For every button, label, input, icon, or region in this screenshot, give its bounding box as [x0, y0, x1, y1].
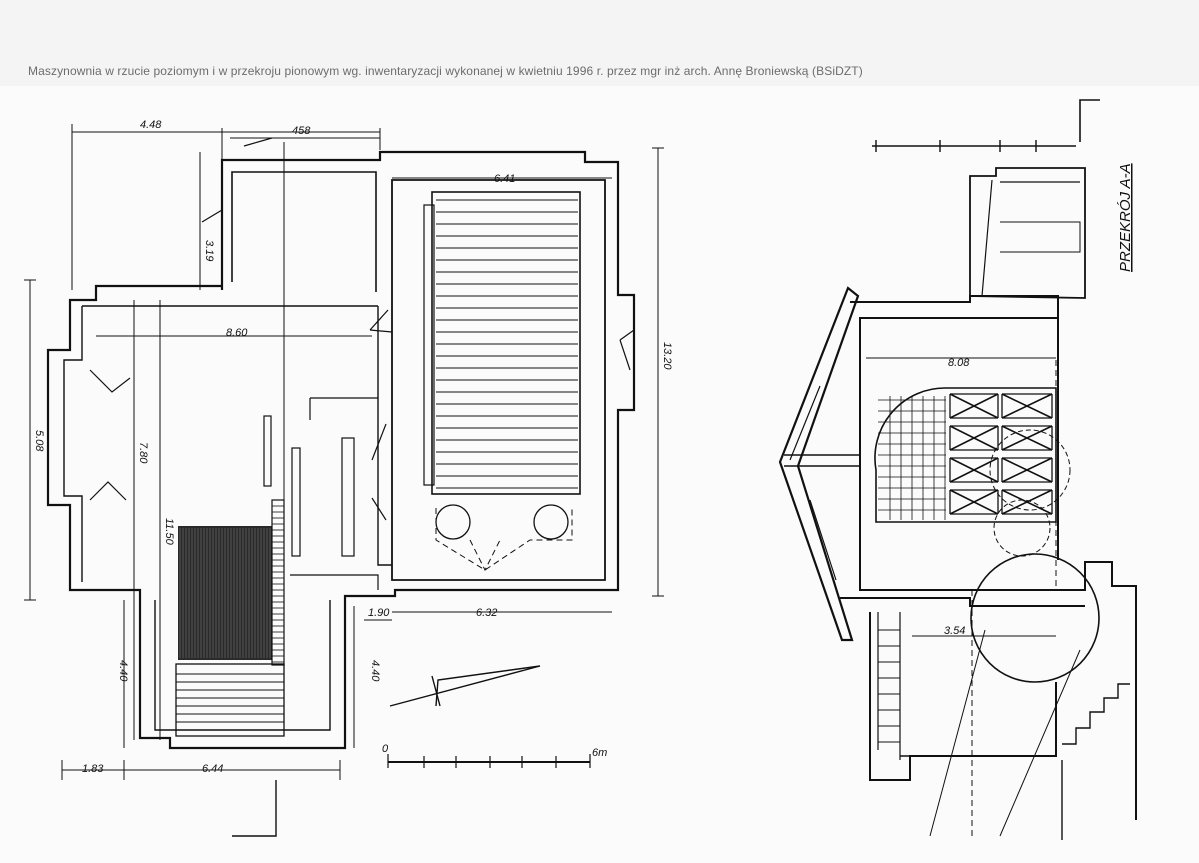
- dim-lower-mid: 4.40: [369, 660, 381, 682]
- columns: [263, 415, 355, 557]
- drawing-line: [949, 489, 999, 515]
- hatched-block: [175, 499, 285, 737]
- drawing-line: [949, 425, 999, 451]
- drawing-line: [949, 457, 999, 483]
- dim-top-right: 458: [292, 125, 311, 137]
- scale-start: 0: [382, 743, 389, 755]
- drawing-line: [949, 393, 999, 419]
- section-labels: PRZEKRÓJ A-A 8.08 3.54: [944, 163, 1134, 637]
- door-swings: [89, 137, 635, 521]
- drawing-line: [1001, 425, 1053, 451]
- dim-roof-width: 8.08: [948, 357, 970, 369]
- scale-bar: [387, 754, 591, 768]
- dimension-lines: [24, 124, 664, 837]
- dim-bottom-mid: 6.44: [202, 763, 223, 775]
- machine-hall-grid: [423, 191, 581, 572]
- dim-lower-width: 3.54: [944, 625, 965, 637]
- drawing-line: [1001, 489, 1053, 515]
- drawing-line: [1001, 393, 1053, 419]
- section-title: PRZEKRÓJ A-A: [1117, 163, 1134, 272]
- dim-door-gap: 1.90: [368, 607, 390, 619]
- dim-inner-height: 11.50: [163, 518, 175, 546]
- dim-top-left: 4.48: [140, 119, 162, 131]
- dim-left-outer: 5.08: [33, 430, 45, 452]
- floor-plan: [46, 150, 636, 750]
- dim-hall-bottom: 6.32: [476, 607, 497, 619]
- north-arrow: [389, 665, 541, 707]
- scale-end: 6m: [592, 747, 607, 759]
- dim-bottom-left: 1.83: [82, 763, 104, 775]
- dim-hall-width: 6.41: [494, 173, 515, 185]
- figure-caption: Maszynownia w rzucie poziomym i w przekr…: [28, 64, 863, 78]
- dim-inner-width: 8.60: [226, 327, 248, 339]
- dim-mid-height: 7.80: [137, 442, 149, 464]
- drawing-line: [1001, 457, 1053, 483]
- dim-lower-left: 4.40: [117, 660, 129, 682]
- section-a-a: [778, 99, 1137, 840]
- dim-right-height: 13.20: [661, 342, 673, 370]
- plan-dimension-labels: 4.48 458 6.41 3.19 8.60 13.20 5.08 7.80 …: [33, 119, 673, 775]
- dim-short-wall: 3.19: [203, 240, 215, 261]
